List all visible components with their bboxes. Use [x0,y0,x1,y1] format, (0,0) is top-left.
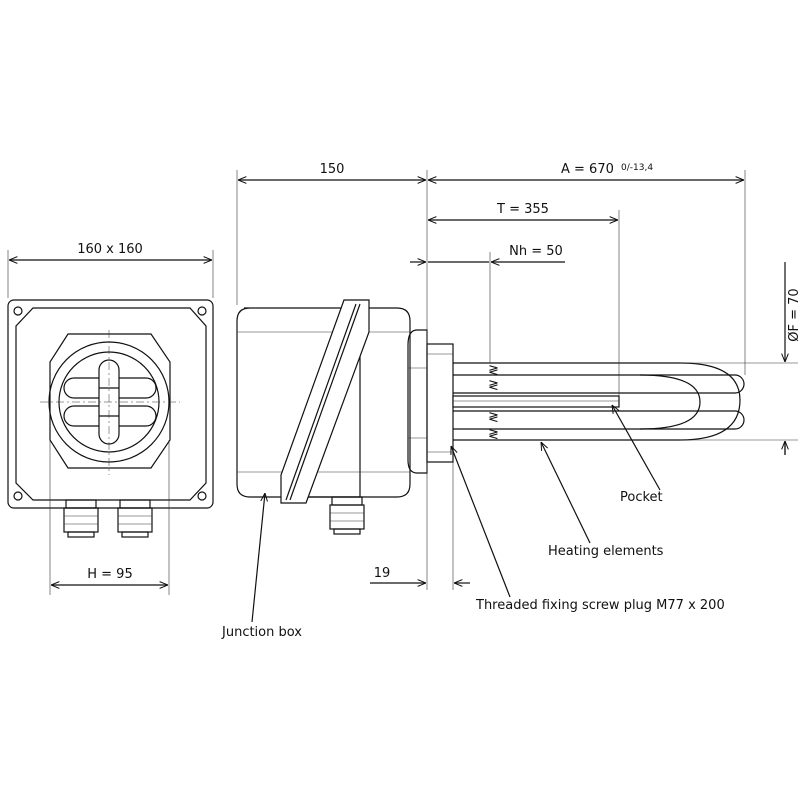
box-inner-frame [15,307,207,501]
dim-label-diameter: ØF = 70 [787,288,800,341]
mounting-hole-icon [197,491,207,501]
junction-box-lid [308,307,411,498]
dim-box-size: 160 x 160 [7,242,214,298]
cable-gland-icon [117,499,153,538]
dim-unheated-length: T = 355 [428,202,620,396]
callout-pocket: Pocket [612,405,663,505]
dim-plug-offset: 19 [370,462,470,590]
heating-elements: ≷ ≷ ≷ ≷ [452,362,745,442]
dim-diameter: ØF = 70 [680,262,800,455]
dim-overall-length: A = 670 0/-13,4 [428,162,746,375]
callout-label-heating-elements: Heating elements [548,544,664,559]
mounting-hole-icon [13,306,23,316]
cable-gland-icon [63,499,99,538]
hex-nut-front [49,333,171,469]
dim-box-depth: 150 [236,162,428,590]
mounting-hole-icon [13,491,23,501]
dim-label-neutral-length: Nh = 50 [509,244,563,259]
junction-box-base [236,307,361,498]
cable-gland-icon [329,496,365,535]
pocket-side [452,395,620,408]
break-mark-icon: ≷ [488,410,499,425]
callout-label-pocket: Pocket [620,490,663,505]
dim-hole-spacing: H = 95 [49,440,170,595]
front-view [7,299,214,538]
dim-label-overall-tolerance: 0/-13,4 [621,163,653,173]
dim-label-box-depth: 150 [320,162,345,177]
dim-label-box-size: 160 x 160 [77,242,143,257]
dim-label-plug-offset: 19 [374,566,391,581]
dim-label-unheated-length: T = 355 [496,202,549,217]
dim-label-hole-spacing: H = 95 [87,567,132,582]
mounting-hole-icon [197,306,207,316]
dim-neutral-length: Nh = 50 [410,244,565,363]
callout-label-junction-box: Junction box [221,625,302,640]
break-mark-icon: ≷ [488,378,499,393]
callout-heating-elements: Heating elements [541,442,664,559]
break-mark-icon: ≷ [488,427,499,442]
box-outer-frame [7,299,214,509]
dim-label-overall-length: A = 670 [561,162,614,177]
break-mark-icon: ≷ [488,363,499,378]
threaded-plug [407,329,454,474]
side-view: ≷ ≷ ≷ ≷ [236,299,745,535]
callout-threaded-plug: Threaded fixing screw plug M77 x 200 [451,446,725,613]
callout-junction-box: Junction box [221,493,302,640]
callout-label-threaded-plug: Threaded fixing screw plug M77 x 200 [475,598,725,613]
